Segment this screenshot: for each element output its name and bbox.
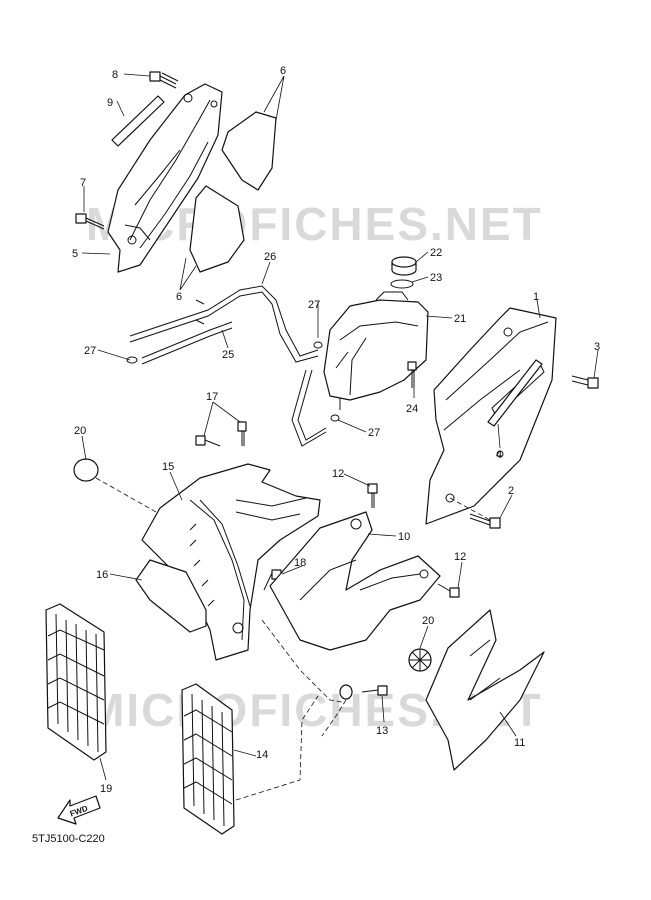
diagram-code: 5TJ5100-C220	[32, 833, 105, 845]
shroud-decal-right[interactable]	[425, 609, 545, 771]
callout-20b: 20	[422, 615, 434, 627]
reservoir-tank[interactable]	[323, 291, 429, 410]
callout-14: 14	[256, 749, 268, 761]
fwd-arrow-icon: FWD	[57, 795, 101, 825]
leader-lines	[81, 73, 599, 781]
callout-11: 11	[514, 737, 525, 749]
bolt-8[interactable]	[149, 71, 179, 89]
tank-seal[interactable]	[390, 279, 414, 289]
callout-12a: 12	[332, 468, 344, 480]
callout-21: 21	[454, 313, 466, 325]
callout-25: 25	[222, 349, 234, 361]
bolt-17[interactable]	[195, 421, 247, 447]
callout-27b: 27	[84, 345, 96, 357]
bolt-3[interactable]	[571, 375, 599, 389]
radiator-shroud-left[interactable]	[141, 463, 321, 661]
callout-numbers: 8 9 7 5 6 6 26 27 27 25 22 23 21 24 27 1…	[72, 65, 600, 795]
callout-19: 19	[100, 783, 112, 795]
grommet-20-left[interactable]	[73, 458, 99, 482]
side-cover-right-strip[interactable]	[487, 359, 543, 427]
tank-cap[interactable]	[391, 256, 417, 276]
callout-8: 8	[112, 69, 118, 81]
side-cover-strip[interactable]	[111, 95, 165, 147]
bolt-13[interactable]	[361, 685, 388, 696]
callout-5: 5	[72, 248, 78, 260]
decal-6-lower[interactable]	[189, 185, 245, 273]
callout-3: 3	[594, 341, 600, 353]
callout-6b: 6	[176, 291, 182, 303]
callout-22: 22	[430, 247, 442, 259]
bolt-12-lower[interactable]	[437, 583, 460, 598]
side-cover-left[interactable]	[107, 83, 223, 273]
callout-27c: 27	[368, 427, 380, 439]
callout-2: 2	[508, 485, 514, 497]
radiator-guard-right[interactable]	[181, 683, 235, 835]
callout-20a: 20	[74, 425, 86, 437]
callout-18: 18	[294, 557, 306, 569]
bolt-12-upper[interactable]	[367, 483, 378, 508]
decal-6-upper[interactable]	[221, 111, 277, 191]
side-cover-right[interactable]	[425, 307, 557, 525]
callout-26: 26	[264, 251, 276, 263]
callout-9: 9	[107, 97, 113, 109]
radiator-shroud-right[interactable]	[269, 511, 441, 651]
clip-27-mid[interactable]	[313, 341, 323, 349]
callout-6a: 6	[280, 65, 286, 77]
callout-23: 23	[430, 272, 442, 284]
clip-27-left[interactable]	[126, 356, 138, 364]
clip-27-low[interactable]	[330, 414, 340, 422]
grommet-right[interactable]	[339, 684, 353, 700]
bolt-7[interactable]	[75, 213, 105, 230]
callout-16: 16	[96, 569, 108, 581]
bolt-2[interactable]	[469, 513, 501, 529]
shroud-decal-left[interactable]	[135, 559, 207, 633]
callout-24: 24	[406, 403, 418, 415]
tank-drain-hose[interactable]	[291, 369, 327, 447]
emblem-20-right[interactable]	[408, 648, 432, 672]
callout-27a: 27	[308, 299, 320, 311]
callout-4: 4	[496, 449, 502, 461]
callout-10: 10	[398, 531, 410, 543]
callout-17: 17	[206, 391, 218, 403]
callout-7: 7	[80, 177, 86, 189]
breather-hose[interactable]	[129, 285, 319, 365]
callout-13: 13	[376, 725, 388, 737]
radiator-guard-left[interactable]	[45, 603, 107, 761]
callout-1: 1	[533, 291, 539, 303]
callout-15: 15	[162, 461, 174, 473]
bolt-24[interactable]	[407, 361, 417, 388]
callout-12b: 12	[454, 551, 466, 563]
